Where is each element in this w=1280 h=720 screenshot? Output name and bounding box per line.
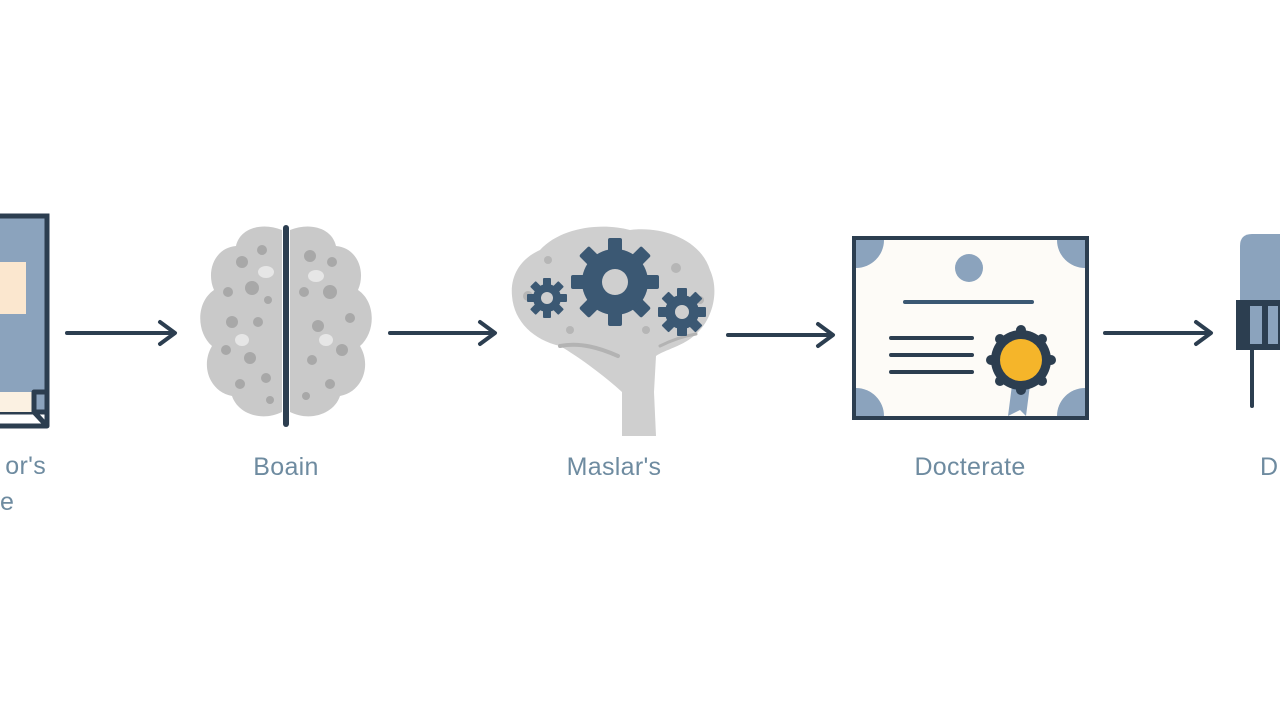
label-bachelors-line2: e xyxy=(0,488,15,516)
certificate-icon xyxy=(852,236,1089,420)
brain-gears-icon xyxy=(511,226,715,436)
label-masters: Maslar's xyxy=(566,453,662,481)
arrow-1 xyxy=(65,320,177,346)
arrow-3 xyxy=(726,322,835,348)
label-doctorate: Docterate xyxy=(914,453,1026,481)
label-next: D xyxy=(1260,453,1279,481)
arrow-2 xyxy=(388,320,497,346)
label-bachelors-line1: or's xyxy=(5,452,46,480)
podium-icon xyxy=(1236,234,1280,408)
book-icon xyxy=(0,213,50,429)
brain-icon xyxy=(200,225,372,427)
label-brain: Boain xyxy=(253,453,319,481)
arrow-4 xyxy=(1103,320,1213,346)
